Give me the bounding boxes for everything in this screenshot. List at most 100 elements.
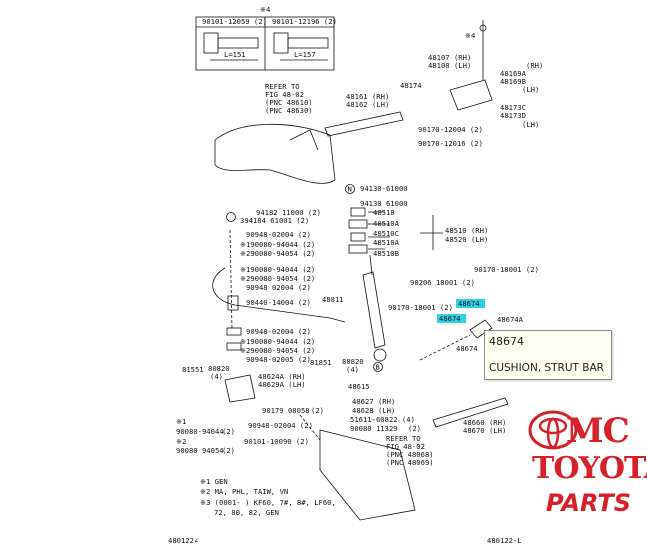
- label-48174: 48174: [400, 81, 422, 90]
- label-2c: (2): [222, 427, 235, 436]
- label-90206: 90206 18001 (2): [410, 278, 475, 287]
- label-48660: 48660 (RH): [463, 418, 506, 427]
- label-48173C: 48173C: [500, 103, 526, 112]
- part-tooltip: 48674 CUSHION, STRUT BAR: [484, 330, 612, 380]
- label-48627: 48627 (RH): [352, 397, 395, 406]
- circle-n-icon: [345, 184, 355, 194]
- label-90170d: 90170-18001 (2): [388, 303, 453, 312]
- label-394184: 394184 61001 (2): [240, 216, 309, 225]
- code-left: 480122∠: [168, 536, 198, 545]
- label-note-top: ※4: [260, 5, 270, 14]
- label-48510A: 48510A: [373, 219, 400, 228]
- tooltip-part-number: 48674: [489, 335, 524, 348]
- label-refer-top-3: (PNC 48610): [265, 98, 313, 107]
- label-bolt2-length: L=157: [294, 50, 316, 59]
- note-1: ※1 GEN: [200, 477, 228, 486]
- label-48108: 48108 (LH): [428, 61, 471, 70]
- label-bolt1-length: L=151: [224, 50, 246, 59]
- label-48520: 48520 (LH): [445, 235, 488, 244]
- logo-line-3: PARTS: [546, 489, 632, 517]
- label-refer-bottom-1: REFER TO: [386, 434, 421, 443]
- label-94182: 94182 11000 (2): [256, 208, 321, 217]
- label-lh: (LH): [522, 85, 539, 94]
- label-x4: ※4: [465, 31, 475, 40]
- label-290080b: ※290080-94054 (2): [240, 274, 315, 283]
- label-90170b: 90170-12016 (2): [418, 139, 483, 148]
- label-48173D: 48173D: [500, 111, 526, 120]
- label-290080: ※290080-94054 (2): [240, 249, 315, 258]
- label-4b: (4): [210, 372, 223, 381]
- note-2: ※2 MA, PHL, TAIW, VN: [200, 487, 288, 496]
- label-48624A: 48624A (RH): [258, 372, 306, 381]
- logo-line-1: MC: [566, 411, 630, 451]
- label-48510B: 48510B: [373, 249, 399, 258]
- label-48674-b: 48674: [439, 314, 461, 323]
- note-3b: 72, 80, 82, GEN: [214, 508, 279, 517]
- label-48107: 48107 (RH): [428, 53, 471, 62]
- label-48629A: 48629A (LH): [258, 380, 306, 389]
- label-48518: 48518: [373, 208, 395, 217]
- toyota-emblem-icon: [528, 410, 578, 450]
- highlight-48674-a: [456, 299, 485, 308]
- label-refer-top-1: REFER TO: [265, 82, 300, 91]
- label-90179: 90179 08058: [262, 406, 310, 415]
- label-bolt1-part: 90101-12059 (2): [202, 17, 267, 26]
- label-94130a: 94130-61000: [360, 184, 408, 193]
- label-48510C: 48510C: [373, 229, 399, 238]
- label-80820b: 80820: [208, 364, 230, 373]
- label-2a: (2): [311, 406, 324, 415]
- label-bolt2-part: 90101-12196 (2): [272, 17, 337, 26]
- highlight-48674-b: [437, 314, 466, 323]
- label-90948a: 90948-02004 (2): [246, 230, 311, 239]
- label-94130b: 94130 61000: [360, 199, 408, 208]
- label-b: B: [376, 363, 380, 372]
- label-80820: 80820: [342, 357, 364, 366]
- label-lh2: (LH): [522, 120, 539, 129]
- label-48674-c: 48674: [456, 344, 478, 353]
- label-48670: 48670 (LH): [463, 426, 506, 435]
- label-48169A: 48169A: [500, 69, 527, 78]
- label-refer-top-4: (PNC 48630): [265, 106, 313, 115]
- label-48161: 48161 (RH): [346, 92, 389, 101]
- logo-line-2: TOYOTA: [532, 451, 647, 486]
- label-refer-bottom-4: (PNC 48069): [386, 458, 434, 467]
- tooltip-description: CUSHION, STRUT BAR: [489, 362, 604, 374]
- label-x1: ※1: [176, 417, 186, 426]
- label-48162: 48162 (LH): [346, 100, 389, 109]
- label-refer-top-2: FIG 48-02: [265, 90, 304, 99]
- label-4: (4): [346, 365, 359, 374]
- label-48811: 48811: [322, 295, 344, 304]
- label-2d: (2): [222, 446, 235, 455]
- label-190080: ※190080-94044 (2): [240, 240, 315, 249]
- label-51611: 51611-60822 (4): [350, 415, 415, 424]
- label-81551: 81551: [182, 365, 204, 374]
- label-refer-bottom-2: FIG 48-02: [386, 442, 425, 451]
- label-90170a: 90170-12004 (2): [418, 125, 483, 134]
- circle-b-icon: [373, 362, 383, 372]
- label-refer-bottom-3: (PNC 48068): [386, 450, 434, 459]
- label-90101: 90101-10090 (2): [244, 437, 309, 446]
- label-90948e: 90948-02004 (2): [248, 421, 313, 430]
- note-3: ※3 (0001- ) KF60, 7#, 8#, LF60,: [200, 498, 336, 507]
- label-48510A2: 48510A: [373, 238, 400, 247]
- label-48628: 48628 (LH): [352, 406, 395, 415]
- label-90440: 90440-14004 (2): [246, 298, 311, 307]
- label-190080c: ※190080-94044 (2): [240, 337, 315, 346]
- label-48615: 48615: [348, 382, 370, 391]
- label-48169B: 48169B: [500, 77, 526, 86]
- label-x2: ※2: [176, 437, 186, 446]
- label-90170c: 90170-18001 (2): [474, 265, 539, 274]
- label-2b: (2): [408, 424, 421, 433]
- label-90948d: 90948-02005 (2): [246, 355, 311, 364]
- code-right: 480122-L: [487, 536, 522, 545]
- label-48510: 48510 (RH): [445, 226, 488, 235]
- mc-toyota-parts-logo: MC TOYOTA PARTS: [528, 407, 647, 527]
- label-81851: 81851: [310, 358, 332, 367]
- label-circle-n: N: [348, 185, 352, 194]
- label-190080b: ※190080-94044 (2): [240, 265, 315, 274]
- label-290080c: ※290080-94054 (2): [240, 346, 315, 355]
- label-48674A: 48674A: [497, 315, 524, 324]
- label-90080b: 90080 94054: [176, 446, 224, 455]
- label-90948b: 90948 02004 (2): [246, 283, 311, 292]
